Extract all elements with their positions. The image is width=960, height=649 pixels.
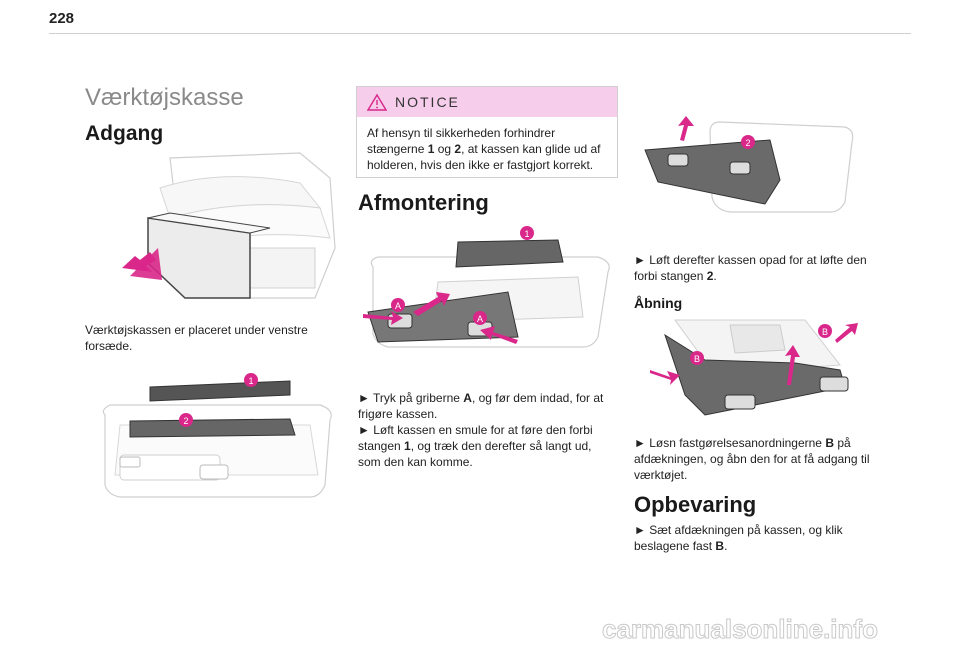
subheading-aabning: Åbning — [634, 295, 683, 311]
callout-1-icon — [244, 373, 258, 387]
toolbox-illustration-3: 2 — [640, 112, 865, 217]
watermark-text: carmanualsonline.info — [602, 614, 878, 644]
seat-illustration — [100, 148, 340, 308]
callout-1-icon — [520, 226, 534, 240]
opbevaring-step: ► Sæt afdækningen på kassen, og klik bes… — [634, 523, 843, 553]
callout-a1-icon — [391, 298, 405, 312]
afmontering-step-2: ► Løft kassen en smule for at føre den f… — [358, 423, 593, 469]
page-number: 228 — [49, 10, 75, 27]
notice-text: Af hensyn til sikkerheden forhindrer stæ… — [367, 126, 601, 172]
section-heading-opbevaring: Opbevaring — [634, 492, 757, 517]
callout-2-label: 2 — [183, 416, 188, 426]
notice-label: NOTICE — [395, 94, 460, 110]
afmontering-step-3: ► Løft derefter kassen opad for at løfte… — [634, 253, 867, 283]
callout-a2-label: A — [477, 314, 483, 324]
callout-2-label: 2 — [745, 138, 750, 148]
callout-b2-label: B — [822, 327, 828, 337]
aabning-step: ► Løsn fastgørelsesanordningerne B på af… — [634, 436, 870, 482]
callout-2-icon — [179, 413, 193, 427]
arrow-icon — [122, 252, 156, 272]
watermark-logo: carmanualsonline.info — [602, 614, 879, 645]
header-divider — [49, 33, 911, 34]
callout-1-label: 1 — [248, 376, 253, 386]
callout-a1-label: A — [395, 301, 401, 311]
page-title: Værktøjskasse — [85, 84, 244, 111]
warning-triangle-icon — [367, 93, 387, 111]
toolbox-illustration-2: 1 A A — [358, 222, 618, 357]
afmontering-step-1: ► Tryk på griberne A, og før dem indad, … — [358, 391, 604, 421]
callout-b1-label: B — [694, 354, 700, 364]
section-heading-afmontering: Afmontering — [358, 190, 489, 215]
callout-1-label: 1 — [524, 229, 529, 239]
toolbox-lid-illustration: B B — [645, 315, 860, 425]
callout-b1-icon — [690, 351, 704, 365]
adgang-caption: Værktøjskassen er placeret under venstre… — [85, 323, 308, 353]
toolbox-illustration-1: 1 2 — [90, 365, 340, 510]
section-heading-adgang: Adgang — [85, 122, 164, 145]
notice-box: NOTICE Af hensyn til sikkerheden forhind… — [356, 86, 618, 178]
callout-a2-icon — [473, 311, 487, 325]
notice-header: NOTICE — [357, 87, 617, 117]
callout-2-icon — [741, 135, 755, 149]
callout-b2-icon — [818, 324, 832, 338]
